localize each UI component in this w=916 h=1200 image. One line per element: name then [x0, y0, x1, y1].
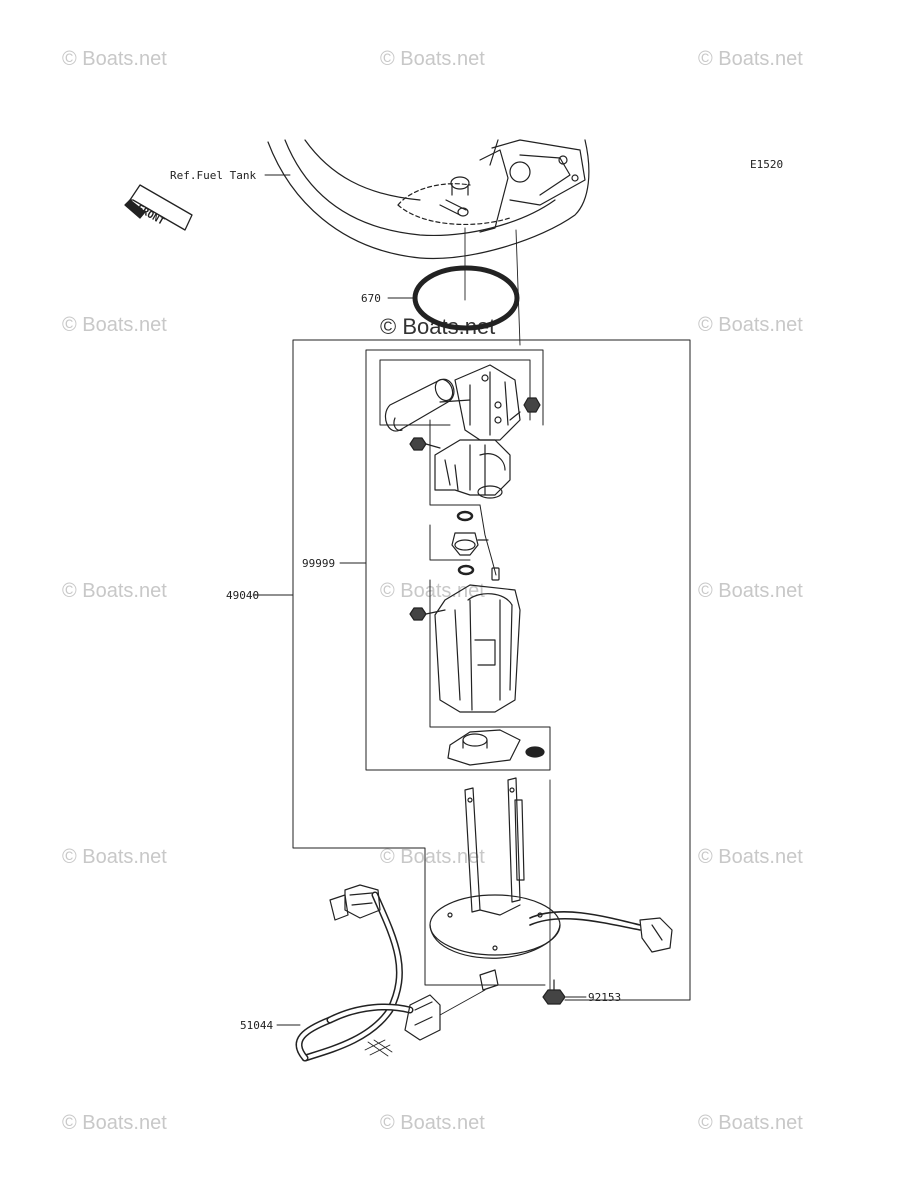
o-ring: [457, 564, 475, 576]
watermark: © Boats.net: [698, 48, 803, 70]
callout-ref-fuel-tank: Ref.Fuel Tank: [170, 169, 257, 182]
watermark: © Boats.net: [698, 846, 803, 868]
fuel-filter: [385, 378, 455, 432]
watermark: © Boats.net: [380, 1112, 485, 1134]
gasket-ring: [412, 265, 520, 331]
front-direction-marker: [124, 184, 193, 231]
electrical-connector: [639, 917, 673, 953]
damper-rubber: [525, 746, 545, 758]
watermark: © Boats.net: [698, 580, 803, 602]
callout-51044: 51044: [240, 1019, 274, 1032]
watermark: © Boats.net: [62, 48, 167, 70]
watermark: © Boats.net: [62, 846, 167, 868]
watermark: © Boats.net: [698, 1112, 803, 1134]
flange-bolt: [542, 979, 566, 1005]
callout-99999: 99999: [302, 557, 336, 570]
callout-92153: 92153: [588, 991, 622, 1004]
watermark: © Boats.net: [62, 314, 167, 336]
watermark: © Boats.net: [380, 846, 485, 868]
fuel-pump-body: [409, 584, 521, 713]
watermark: © Boats.net: [62, 1112, 167, 1134]
fuel-hose: [295, 884, 441, 1062]
pump-strainer: [447, 729, 521, 766]
assembly-bracket-outer: [292, 339, 691, 1001]
watermark: © Boats.net: [380, 48, 485, 70]
pump-flange-plate: [429, 777, 561, 959]
pressure-regulator: [451, 532, 489, 556]
pump-upper-housing: [439, 364, 541, 441]
o-ring: [456, 510, 474, 522]
pump-mid-body: [409, 437, 511, 499]
watermark: © Boats.net: [698, 314, 803, 336]
watermark: © Boats.net: [62, 580, 167, 602]
callout-670: 670: [361, 292, 381, 305]
callout-49040: 49040: [226, 589, 260, 602]
assembly-bracket-inner: [365, 349, 551, 771]
fuel-tank-illustration: [267, 139, 590, 260]
watermark: © Boats.net: [380, 580, 485, 602]
diagram-code: E1520: [750, 158, 784, 171]
